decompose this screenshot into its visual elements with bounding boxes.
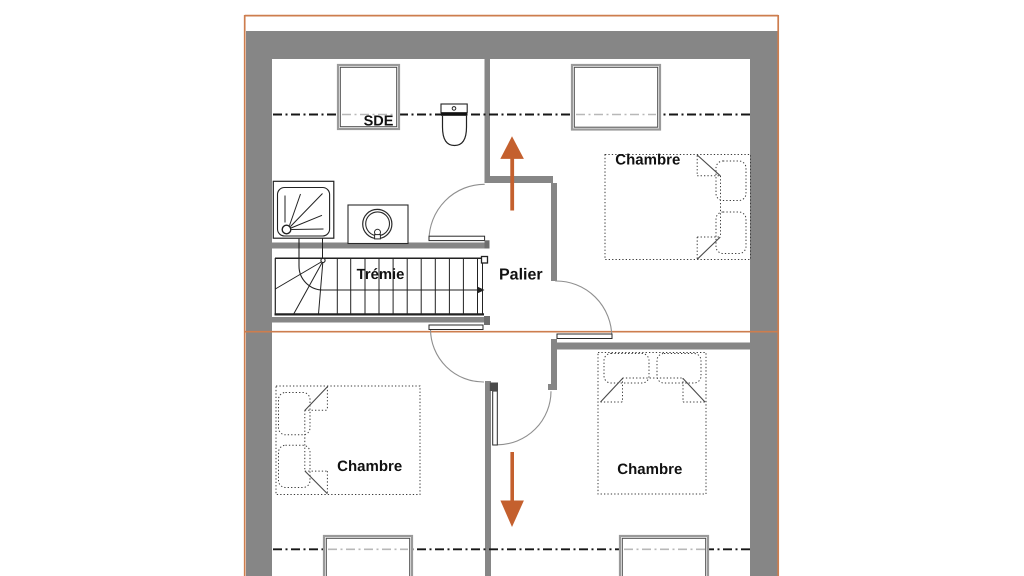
svg-text:Chambre: Chambre bbox=[617, 461, 682, 478]
svg-text:Chambre: Chambre bbox=[615, 151, 680, 168]
svg-text:Trémie: Trémie bbox=[357, 267, 405, 283]
svg-text:Palier: Palier bbox=[499, 267, 543, 284]
svg-text:Chambre: Chambre bbox=[337, 458, 402, 475]
svg-text:SDE: SDE bbox=[364, 114, 394, 130]
